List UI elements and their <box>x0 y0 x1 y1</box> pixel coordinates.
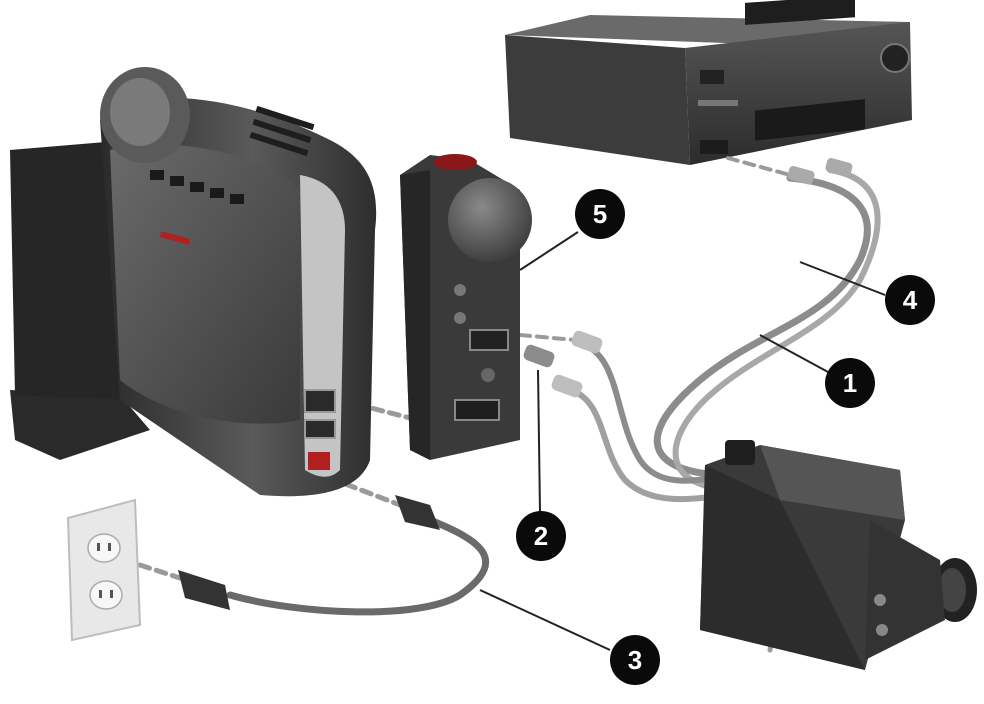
callout-5: 5 <box>575 189 625 239</box>
callout-2-label: 2 <box>534 521 548 551</box>
camcorder-icon <box>700 440 977 670</box>
projector-icon <box>10 67 377 497</box>
callout-4-label: 4 <box>903 285 918 315</box>
callout-4: 4 <box>885 275 935 325</box>
rca-plugs <box>523 158 853 398</box>
callout-3: 3 <box>610 635 660 685</box>
callout-1-label: 1 <box>843 368 857 398</box>
callout-3-label: 3 <box>628 645 642 675</box>
callout-2: 2 <box>516 511 566 561</box>
callout-1: 1 <box>825 358 875 408</box>
speaker-module-icon <box>400 154 532 460</box>
vcr-icon <box>505 0 912 165</box>
wall-outlet-icon <box>66 498 142 642</box>
leader-lines <box>479 231 886 651</box>
power-plug-icon <box>178 495 440 610</box>
callout-5-label: 5 <box>593 199 607 229</box>
